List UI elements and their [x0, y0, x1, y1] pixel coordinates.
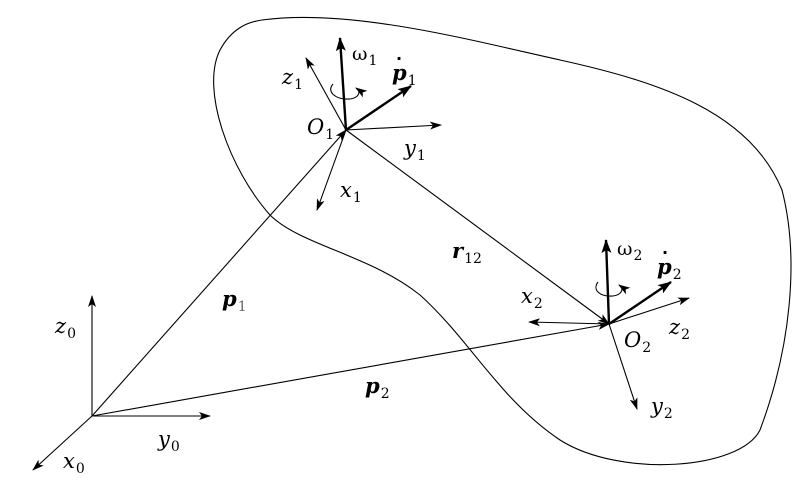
p2-label: p2 [365, 373, 390, 402]
frame-2: O2 x2 y2 z2 ω2 · p2 [521, 238, 690, 422]
frame1-z-axis [305, 57, 347, 131]
frame2-x-label: x2 [521, 284, 543, 312]
frame1-y-label: y1 [403, 136, 426, 164]
frame1-omega-label: ω1 [352, 43, 377, 69]
frame1-y-axis [345, 121, 442, 131]
p1-label: p1 [222, 286, 247, 315]
frame2-x-axis [528, 318, 610, 327]
frame1-pdot-vector [345, 85, 412, 131]
frame1-omega-vector [335, 37, 348, 131]
frame2-z-axis [608, 297, 690, 325]
base-x-axis [32, 415, 93, 471]
r12-label: r12 [452, 238, 482, 267]
frame2-pdot-dot: · [662, 243, 668, 262]
frame1-z-label: z1 [281, 65, 303, 93]
frame1-pdot-label: p1 [392, 60, 417, 89]
frame2-z-label: z2 [668, 315, 690, 343]
frame1-x-axis [316, 129, 347, 211]
frame2-y-axis [608, 323, 638, 410]
frame2-omega-label: ω2 [617, 238, 642, 264]
base-y-label: y0 [157, 427, 180, 455]
frame2-y-label: y2 [650, 394, 673, 422]
p1-vector [91, 129, 347, 417]
p2-vector [91, 321, 610, 417]
base-frame: z0 y0 x0 [32, 295, 211, 477]
frame1-rotation-arrow-icon [330, 83, 368, 100]
frame1-origin-label: O1 [307, 115, 334, 143]
r12-vector [345, 129, 610, 325]
rigid-body-outline [213, 16, 792, 466]
frame2-origin-label: O2 [624, 328, 651, 356]
frame-1: O1 x1 y1 z1 ω1 · p1 [281, 37, 442, 211]
base-x-label: x0 [63, 449, 85, 477]
frame2-omega-vector [601, 239, 612, 325]
frame1-x-label: x1 [340, 178, 362, 206]
frame1-pdot-dot: · [396, 49, 402, 68]
frame2-rotation-arrow-icon [595, 281, 631, 297]
frame2-pdot-label: p2 [657, 254, 682, 283]
frame2-pdot-vector [608, 281, 672, 325]
base-z-label: z0 [54, 314, 76, 342]
